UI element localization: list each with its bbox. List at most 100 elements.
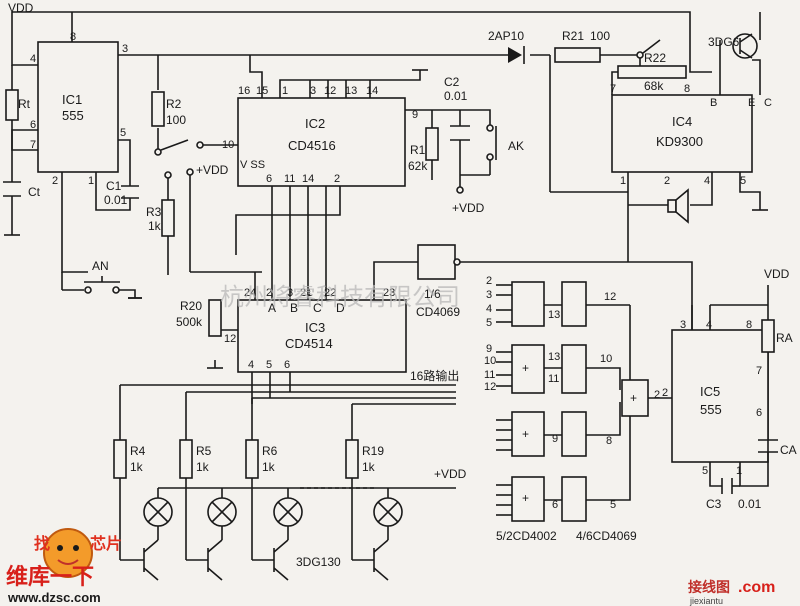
ic5-box [671, 329, 769, 463]
gate2-pin: 11 [484, 369, 495, 381]
label-an: AN [92, 259, 109, 273]
ic3-pin: 24 [244, 287, 256, 299]
label-r1-value: 62k [408, 159, 428, 173]
resistor-r4 [113, 439, 127, 479]
ic5-pin: 7 [756, 365, 762, 377]
label-r4-value: 1k [130, 460, 144, 474]
ic2-pin: 1 [282, 85, 288, 97]
label-3dg6: 3DG6 [708, 35, 740, 49]
logo-jiexiantu: 接线图 .com jiexiantu [688, 579, 775, 606]
label-c1: C1 [106, 179, 122, 193]
or-gate-pin: 2 [654, 389, 660, 401]
label-3dg130: 3DG130 [296, 555, 341, 569]
wiring [11, 11, 769, 560]
ic3-input-b: B [290, 301, 298, 315]
gate3-plus: + [522, 427, 529, 441]
ic4-pin: 4 [704, 175, 710, 187]
label-ca: CA [780, 443, 797, 457]
ic3-input-c: C [313, 301, 322, 315]
ic2-vss: V SS [240, 159, 265, 171]
label-r5: R5 [196, 444, 212, 458]
resistor-r21 [554, 47, 601, 63]
legend-cd4002: 5/2CD4002 [496, 529, 557, 543]
label-ra: RA [776, 331, 793, 345]
capacitor-ca [758, 439, 778, 462]
label-r6: R6 [262, 444, 278, 458]
gate4-pin: 6 [552, 499, 558, 511]
transistor-q2 [186, 539, 223, 581]
ic4-pin: B [710, 97, 717, 109]
ic4-pin: E [748, 97, 755, 109]
ic2-pin: 2 [334, 173, 340, 185]
label-vdd-ic2: +VDD [196, 163, 229, 177]
label-r21: R21 [562, 29, 584, 43]
switch-toggle [154, 139, 204, 156]
label-r2: R2 [166, 97, 182, 111]
speaker [667, 188, 689, 224]
ic1-pin: 2 [52, 175, 58, 187]
label-r2-value: 100 [166, 113, 186, 127]
logo-right-sub: jiexiantu [689, 596, 723, 606]
logo-text-bottom: 维库一下 [6, 564, 94, 589]
gate4-plus: + [522, 491, 529, 505]
capacitor-c3 [721, 478, 740, 494]
gate2-pin: 11 [548, 373, 559, 385]
ic3-pin: 21 [300, 287, 312, 299]
diode-2ap10 [508, 46, 525, 64]
ic5-pin: 4 [706, 319, 712, 331]
gate1-pin: 2 [486, 275, 492, 287]
ic2-name: IC2 [305, 116, 325, 131]
label-c2-value: 0.01 [444, 89, 468, 103]
ic5-pin: 2 [662, 387, 668, 399]
ic2-pin: 14 [302, 173, 314, 185]
logo-text-top: 找 [34, 534, 50, 553]
gate-block-2 [511, 344, 587, 394]
label-r6-value: 1k [262, 460, 276, 474]
logo-right-cn: 接线图 [688, 579, 730, 595]
ic4-pin: C [764, 97, 772, 109]
ic4-box [611, 94, 753, 173]
terminal-vdd-c2 [456, 186, 464, 194]
transistor-q4 [352, 539, 389, 581]
ic5-pin: 6 [756, 407, 762, 419]
gate3-pin: 8 [606, 435, 612, 447]
transistor-3dg6 [732, 33, 758, 59]
ic5-pin: 3 [680, 319, 686, 331]
ic2-pin: 11 [284, 173, 295, 185]
ic2-pin: 16 [238, 85, 250, 97]
gate2-pin: 9 [486, 343, 492, 355]
ic4-pin: 5 [740, 175, 746, 187]
ic1-pin: 8 [70, 31, 76, 43]
ic1-pin: 1 [88, 175, 94, 187]
ic3-input-d: D [336, 301, 345, 315]
logo-text-mid: 芯片 [90, 534, 122, 553]
ic2-pin: 15 [256, 85, 268, 97]
label-c2: C2 [444, 75, 460, 89]
gate1-pin: 13 [548, 309, 560, 321]
gate1-pin: 4 [486, 303, 492, 315]
logo-site: www.dzsc.com [7, 590, 101, 605]
ic4-pin: 7 [610, 83, 616, 95]
terminal-r3 [164, 171, 172, 179]
ic1-pin: 4 [30, 53, 36, 65]
ic3-pin: 22 [324, 287, 336, 299]
resistor-r20 [208, 299, 222, 337]
vdd-right-label: VDD [764, 267, 790, 281]
label-r19: R19 [362, 444, 384, 458]
gate4-pin: 5 [610, 499, 616, 511]
resistor-r3 [161, 199, 175, 237]
lamp-3 [273, 497, 303, 527]
or-gate-plus: + [630, 391, 637, 405]
ic3-box [237, 299, 407, 373]
gate3-pin: 9 [552, 433, 558, 445]
ic3-pin: 3 [287, 287, 293, 299]
label-inverter: 1/6 [424, 287, 441, 301]
resistor-r22 [617, 65, 687, 79]
resistor-r19 [345, 439, 359, 479]
resistor-rt [5, 89, 19, 121]
ic3-pin: 5 [266, 359, 272, 371]
switch-r21 [636, 39, 661, 59]
ic2-box [237, 97, 406, 187]
capacitor-ct [3, 181, 21, 197]
logo-dzsc: 找 芯片 维库一下 www.dzsc.com [6, 528, 122, 605]
